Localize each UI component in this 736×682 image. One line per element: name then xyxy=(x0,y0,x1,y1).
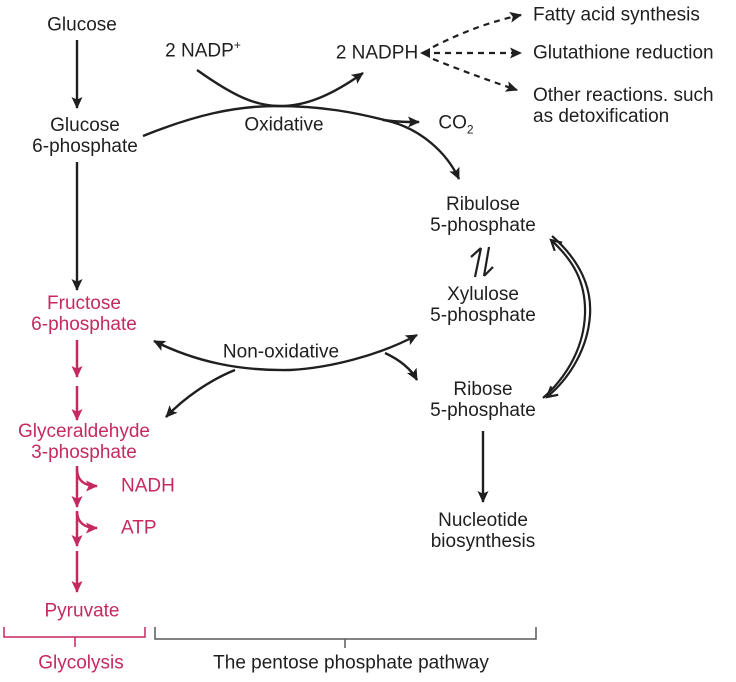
glyceraldehyde-3-phosphate-label: Glyceraldehyde 3-phosphate xyxy=(17,421,151,463)
arrow-g6p-to-ribulose-curve xyxy=(142,104,461,180)
nucleotide-biosynthesis-label: Nucleotide biosynthesis xyxy=(430,510,536,552)
equilibrium-arrows-ribulose-xylulose xyxy=(470,246,494,278)
ribulose-5-phosphate-label: Ribulose 5-phosphate xyxy=(430,194,536,236)
branch-arrow-to-atp xyxy=(75,510,98,534)
branch-arrow-to-nadh xyxy=(75,468,98,492)
glucose-label: Glucose xyxy=(47,14,117,36)
arrow-nadp-to-nadph-curve xyxy=(196,69,364,108)
dashed-arrow-nadph-to-other xyxy=(432,57,518,92)
atp-label: ATP xyxy=(121,517,157,539)
arrow-nonoxidative-to-ribose xyxy=(384,351,419,381)
nadp-label: 2 NADP+ xyxy=(165,38,241,62)
curve-ribose-to-ribulose xyxy=(542,238,587,399)
glucose-6-phosphate-label: Glucose 6-phosphate xyxy=(32,115,138,157)
glycolysis-bracket xyxy=(3,627,146,647)
nadph-fan-origin-arrowhead xyxy=(420,48,430,58)
fatty-acid-synthesis-label: Fatty acid synthesis xyxy=(533,4,700,26)
glutathione-reduction-label: Glutathione reduction xyxy=(533,42,714,64)
dashed-arrow-nadph-to-fatty-acid xyxy=(432,11,522,48)
nadph-label: 2 NADPH xyxy=(335,42,419,64)
arrow-nonoxidative-to-xylulose xyxy=(289,333,418,372)
arrow-nonoxidative-to-fructose xyxy=(153,339,291,372)
oxidative-phase-label: Oxidative xyxy=(244,114,324,136)
arrow-to-co2 xyxy=(382,116,420,128)
ribose-5-phosphate-label: Ribose 5-phosphate xyxy=(430,379,536,421)
other-reactions-label: Other reactions. such as detoxification xyxy=(533,85,714,127)
co2-label: CO2 xyxy=(438,112,474,137)
ppp-bracket xyxy=(154,627,537,648)
fructose-6-phosphate-label: Fructose 6-phosphate xyxy=(31,293,137,335)
pentose-phosphate-pathway-bracket-label: The pentose phosphate pathway xyxy=(213,652,489,674)
glycolysis-bracket-label: Glycolysis xyxy=(38,652,124,674)
arrow-nonoxidative-to-glyceraldehyde xyxy=(165,368,236,418)
xylulose-5-phosphate-label: Xylulose 5-phosphate xyxy=(430,284,536,326)
nadh-label: NADH xyxy=(121,475,175,497)
pyruvate-label: Pyruvate xyxy=(44,600,120,622)
curve-ribulose-to-ribose xyxy=(545,235,592,399)
non-oxidative-phase-label: Non-oxidative xyxy=(222,341,340,363)
